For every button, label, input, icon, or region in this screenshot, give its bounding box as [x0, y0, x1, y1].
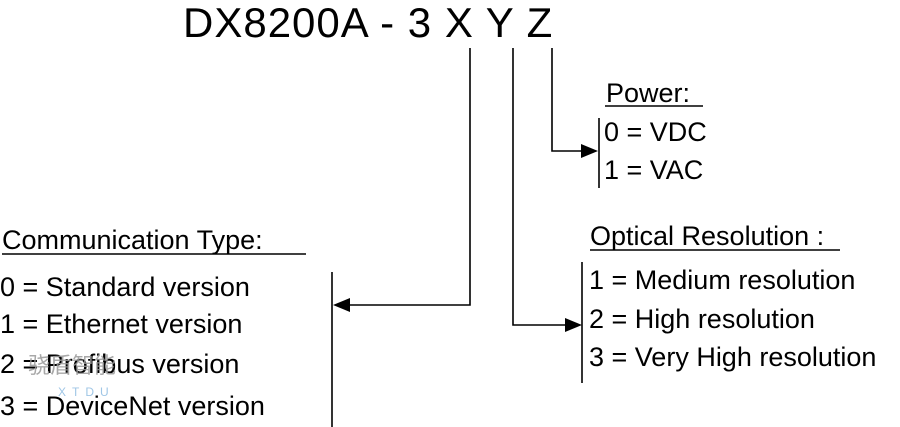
communication-item-3: 3 = DeviceNet version: [0, 391, 265, 421]
power-item-0: 0 = VDC: [604, 117, 707, 147]
optical-item-2: 3 = Very High resolution: [589, 342, 877, 372]
model-code-title: DX8200A - 3 X Y Z: [183, 0, 554, 46]
z-arrowhead: [581, 144, 598, 158]
communication-item-2: 2 = Profibus version: [0, 349, 240, 379]
communication-item-1: 1 = Ethernet version: [0, 309, 243, 339]
x-arrowhead: [333, 298, 350, 312]
watermark-logo-sub: XTDU: [58, 385, 115, 399]
x-connector: [345, 48, 471, 306]
optical-heading: Optical Resolution :: [590, 221, 825, 251]
power-heading: Power:: [606, 78, 691, 108]
watermark-logo-text: 骁盾智能: [28, 354, 117, 379]
z-connector: [551, 48, 586, 152]
optical-item-0: 1 = Medium resolution: [589, 265, 856, 295]
power-item-1: 1 = VAC: [604, 155, 704, 185]
communication-heading: Communication Type:: [2, 225, 263, 255]
y-arrowhead: [565, 318, 582, 332]
y-connector: [512, 48, 570, 326]
optical-item-1: 2 = High resolution: [589, 304, 815, 334]
communication-item-0: 0 = Standard version: [0, 272, 250, 302]
